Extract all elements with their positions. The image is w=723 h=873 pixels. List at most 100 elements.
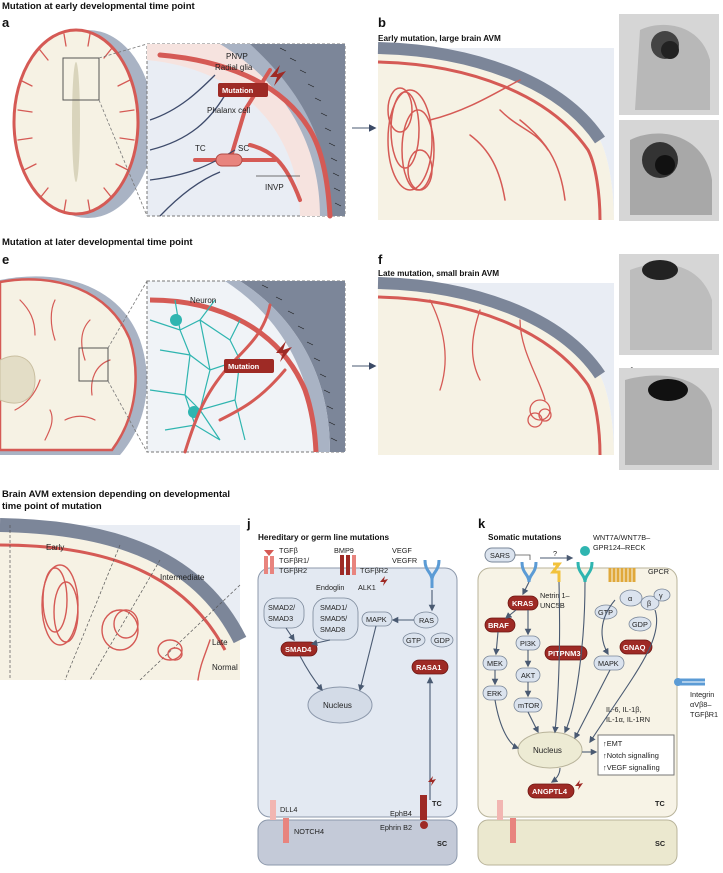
svg-text:αVβ8–: αVβ8– (690, 700, 712, 709)
panel-label-b: b (378, 15, 386, 30)
svg-text:↑VEGF signalling: ↑VEGF signalling (603, 763, 660, 772)
panel-i: i Early Intermediate Late Normal (0, 516, 247, 681)
svg-text:SMAD2/: SMAD2/ (268, 603, 296, 612)
section-extension-title-1: Brain AVM extension depending on develop… (2, 489, 230, 500)
svg-text:SMAD3: SMAD3 (268, 614, 293, 623)
lightning-icon (380, 576, 388, 586)
zoom-box-a (62, 57, 100, 101)
panel-b: b Early mutation, large brain AVM (377, 15, 614, 221)
adult-brain-vessels (14, 299, 111, 441)
svg-text:SMAD8: SMAD8 (320, 625, 345, 634)
svg-text:TC: TC (655, 799, 665, 808)
svg-text:Mutation: Mutation (228, 362, 260, 371)
svg-text:GTP: GTP (598, 608, 613, 617)
inset-e: Neuron Mutation (146, 280, 346, 454)
svg-text:TGFβR1: TGFβR1 (690, 710, 718, 719)
gpcr-receptor (608, 568, 636, 582)
panel-f-title: Late mutation, small brain AVM (378, 269, 499, 278)
wnt-receptor (576, 561, 594, 583)
panel-a: a (2, 15, 377, 219)
svg-text:MEK: MEK (487, 659, 503, 668)
notch4-receptor (283, 818, 289, 843)
sc-cell-j (257, 819, 458, 866)
svg-text:PI3K: PI3K (520, 639, 536, 648)
svg-text:mTOR: mTOR (518, 701, 539, 710)
panel-k: k Somatic mutations SARS ? WNT7A/WNT7B– … (477, 516, 718, 866)
svg-text:ALK1: ALK1 (358, 583, 376, 592)
panel-h: h (619, 365, 719, 470)
tip-cell (215, 153, 243, 167)
dll4-ligand (270, 800, 276, 820)
svg-text:Ephrin B2: Ephrin B2 (380, 823, 412, 832)
label-tc: TC (195, 144, 206, 153)
svg-text:KRAS: KRAS (512, 599, 533, 608)
label-neuron: Neuron (190, 296, 216, 305)
svg-text:Integrin: Integrin (690, 690, 714, 699)
pnvp-vessel (157, 52, 333, 219)
avm-nidus-b (387, 79, 566, 201)
svg-text:TGFβR2: TGFβR2 (360, 566, 388, 575)
panel-label-e: e (2, 252, 9, 267)
svg-text:BRAF: BRAF (488, 621, 509, 630)
svg-text:DLL4: DLL4 (280, 805, 297, 814)
nucleus-j (307, 686, 373, 724)
label-early: Early (46, 543, 64, 552)
svg-text:GDP: GDP (632, 620, 648, 629)
label-intermediate: Intermediate (160, 573, 205, 582)
svg-text:α: α (628, 594, 633, 603)
label-late: Late (212, 638, 228, 647)
panel-label-a: a (2, 15, 10, 30)
ephb4-receptor (420, 795, 427, 820)
section-early-title: Mutation at early developmental time poi… (2, 1, 196, 12)
tgfb-receptor (264, 550, 274, 574)
sc-cell-k (477, 819, 678, 866)
label-invp: INVP (265, 183, 284, 192)
section-extension-title-2: time point of mutation (2, 501, 102, 512)
ventricle (72, 62, 80, 182)
svg-text:PITPNM3: PITPNM3 (548, 649, 581, 658)
label-normal: Normal (212, 663, 238, 672)
svg-text:SMAD4: SMAD4 (285, 645, 312, 654)
svg-text:GDP: GDP (434, 636, 450, 645)
svg-text:Nucleus: Nucleus (533, 746, 562, 755)
svg-text:ERK: ERK (487, 689, 502, 698)
svg-text:TGFβR2: TGFβR2 (279, 566, 307, 575)
mutation-badge-a (218, 83, 268, 97)
svg-text:SARS: SARS (490, 551, 510, 560)
svg-text:MAPK: MAPK (366, 615, 387, 624)
svg-text:Nucleus: Nucleus (323, 701, 352, 710)
svg-text:RAS: RAS (419, 616, 434, 625)
svg-text:TGFβR1/: TGFβR1/ (279, 556, 310, 565)
panel-b-title: Early mutation, large brain AVM (378, 34, 501, 43)
svg-text:VEGF: VEGF (392, 546, 412, 555)
vegfr-receptor (423, 559, 441, 588)
svg-text:Mutation: Mutation (222, 86, 254, 95)
meningeal-stripes (279, 47, 342, 207)
label-radial-glia: Radial glia (215, 63, 253, 72)
lightning-icon (276, 341, 292, 362)
svg-text:ANGPTL4: ANGPTL4 (532, 787, 568, 796)
svg-text:WNT7A/WNT7B–: WNT7A/WNT7B– (593, 533, 651, 542)
svg-text:RASA1: RASA1 (416, 663, 441, 672)
svg-text:TC: TC (432, 799, 442, 808)
svg-text:SMAD1/: SMAD1/ (320, 603, 348, 612)
integrin-receptor (674, 678, 705, 686)
panel-g: g (619, 252, 719, 355)
neuron-body-1 (170, 314, 182, 326)
time-division-lines (9, 525, 241, 681)
unc5b-receptor (550, 562, 562, 582)
svg-text:SC: SC (655, 839, 666, 848)
panel-label-f: f (378, 252, 383, 267)
svg-text:VEGFR: VEGFR (392, 556, 417, 565)
svg-text:Netrin 1–: Netrin 1– (540, 591, 571, 600)
section-later-title: Mutation at later developmental time poi… (2, 237, 193, 248)
svg-text:AKT: AKT (521, 671, 536, 680)
inset-a: Mutation PNVP Radial glia Phalanx cell T… (146, 43, 346, 219)
lightning-icon (428, 776, 436, 786)
svg-text:Endoglin: Endoglin (316, 583, 344, 592)
ace2-receptor (520, 561, 538, 583)
panel-label-j: j (246, 516, 251, 531)
panel-j: j Hereditary or germ line mutations TGFβ… (246, 516, 458, 866)
panel-j-title: Hereditary or germ line mutations (258, 533, 389, 542)
